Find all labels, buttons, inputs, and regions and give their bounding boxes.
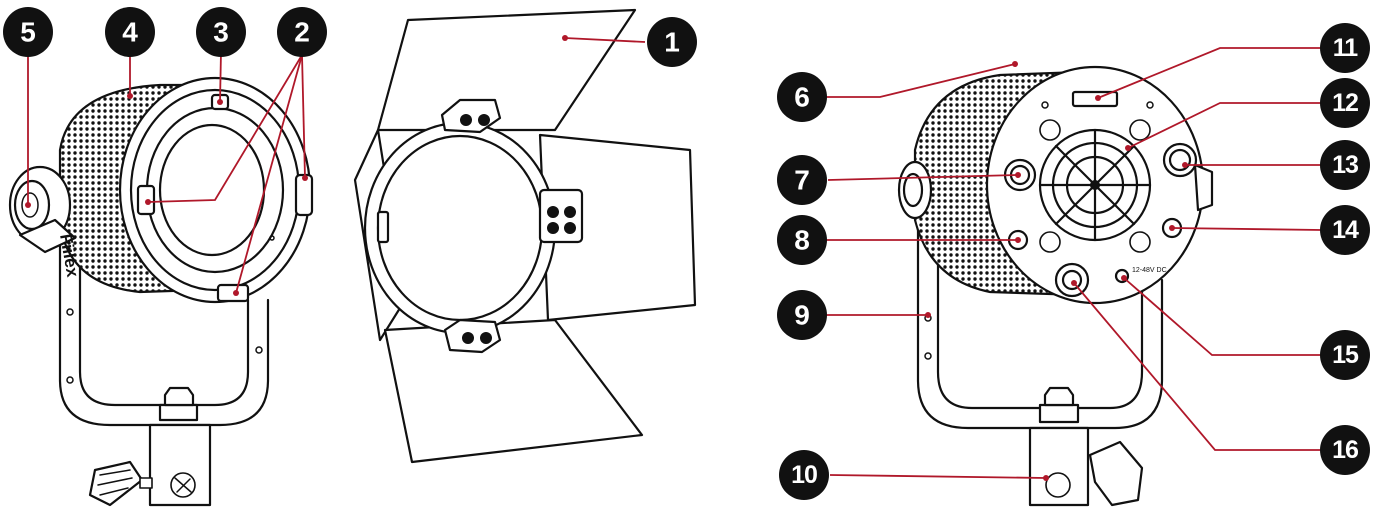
callout-9: 9 — [777, 290, 827, 340]
svg-text:12: 12 — [1332, 89, 1358, 117]
callout-10: 10 — [779, 450, 829, 500]
power-connector — [1054, 262, 1090, 298]
rear-adapter-knob — [1088, 440, 1144, 507]
callout-16: 16 — [1320, 425, 1370, 475]
hinge-right — [538, 188, 584, 244]
callout-14: 14 — [1320, 205, 1370, 255]
display-window — [1071, 90, 1119, 108]
barndoor-top — [376, 8, 637, 132]
dc-input-label: 12-48V DC — [1132, 267, 1167, 274]
barndoor-ring — [363, 121, 557, 335]
callout-3: 3 — [196, 7, 246, 57]
svg-text:16: 16 — [1332, 436, 1358, 464]
svg-text:2: 2 — [294, 17, 310, 48]
front-light-illustration: Fiilex — [8, 76, 314, 507]
rear-yoke-lock-knob — [897, 160, 933, 220]
callout-5: 5 — [3, 7, 53, 57]
svg-text:1: 1 — [664, 27, 680, 58]
leader-lines — [25, 35, 1323, 481]
callout-12: 12 — [1320, 78, 1370, 128]
rear-light-illustration: 12-48V DC — [897, 65, 1214, 507]
callout-6: 6 — [777, 72, 827, 122]
callout-1: 1 — [647, 17, 697, 67]
accessory-clip-right — [294, 173, 314, 217]
callout-13: 13 — [1320, 140, 1370, 190]
svg-text:13: 13 — [1332, 151, 1358, 179]
svg-text:6: 6 — [794, 82, 810, 113]
svg-text:10: 10 — [791, 461, 817, 489]
rear-stand-spigot — [1028, 426, 1090, 507]
barndoor-bottom — [383, 318, 644, 464]
svg-text:11: 11 — [1333, 34, 1359, 62]
callout-2: 2 — [277, 7, 327, 57]
svg-text:14: 14 — [1332, 216, 1359, 244]
svg-text:15: 15 — [1332, 341, 1359, 369]
callout-8: 8 — [777, 215, 827, 265]
callout-4: 4 — [105, 7, 155, 57]
callout-7: 7 — [777, 155, 827, 205]
svg-text:5: 5 — [20, 17, 36, 48]
barndoor-illustration — [353, 8, 697, 464]
rear-fan-vents — [1038, 128, 1152, 242]
svg-text:7: 7 — [794, 165, 810, 196]
right-control-knob[interactable] — [1162, 142, 1198, 178]
callout-11: 11 — [1320, 23, 1370, 73]
svg-text:3: 3 — [213, 17, 229, 48]
svg-text:8: 8 — [794, 225, 810, 256]
svg-text:4: 4 — [122, 17, 138, 48]
adapter-knob — [88, 460, 144, 507]
svg-text:9: 9 — [794, 300, 810, 331]
callout-15: 15 — [1320, 330, 1370, 380]
